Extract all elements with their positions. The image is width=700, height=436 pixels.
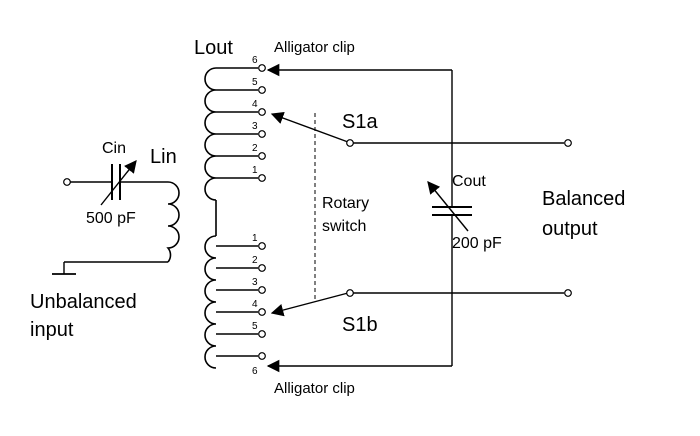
cin-value-label: 500 pF bbox=[86, 210, 136, 227]
balanced-output-label-line2: output bbox=[542, 218, 598, 240]
alligator-clip-bottom-label: Alligator clip bbox=[274, 380, 355, 397]
tap-label-top-6: 6 bbox=[252, 55, 258, 66]
balanced-output-label-line1: Balanced bbox=[542, 188, 625, 210]
lout-label: Lout bbox=[194, 37, 233, 59]
alligator-clip-top-label: Alligator clip bbox=[274, 39, 355, 56]
upper-tap-terminals bbox=[258, 64, 266, 182]
unbalanced-input-terminal bbox=[63, 178, 71, 186]
s1a-wiper bbox=[270, 112, 349, 143]
unbalanced-input-label-line1: Unbalanced bbox=[30, 291, 137, 313]
cin-capacitor-symbol bbox=[100, 160, 137, 206]
s1a-pivot bbox=[346, 139, 354, 147]
lin-coil bbox=[166, 181, 180, 263]
tap-label-top-5: 5 bbox=[252, 77, 258, 88]
lin-label: Lin bbox=[150, 146, 177, 168]
lower-tap-leads bbox=[216, 245, 258, 357]
s1b-pivot bbox=[346, 289, 354, 297]
lout-coil-lower bbox=[204, 235, 217, 369]
unbalanced-input-label-line2: input bbox=[30, 319, 74, 341]
rotary-switch-label-line2: switch bbox=[322, 218, 366, 235]
cout-label: Cout bbox=[452, 173, 486, 190]
cin-label: Cin bbox=[102, 140, 126, 157]
upper-tap-leads bbox=[216, 67, 258, 179]
s1b-wiper bbox=[270, 292, 349, 317]
tap-label-top-1: 1 bbox=[252, 165, 258, 176]
tap-label-bottom-4: 4 bbox=[252, 299, 258, 310]
cout-value-label: 200 pF bbox=[452, 235, 502, 252]
tap-label-bottom-6: 6 bbox=[252, 366, 258, 377]
rotary-switch-label-line1: Rotary bbox=[322, 195, 369, 212]
lout-coil-upper bbox=[204, 67, 217, 201]
tap-label-bottom-3: 3 bbox=[252, 277, 258, 288]
tap-label-bottom-2: 2 bbox=[252, 255, 258, 266]
cout-capacitor-symbol bbox=[427, 181, 472, 232]
tap-label-bottom-5: 5 bbox=[252, 321, 258, 332]
tap-label-top-3: 3 bbox=[252, 121, 258, 132]
lower-tap-terminals bbox=[258, 242, 266, 360]
tap-label-top-4: 4 bbox=[252, 99, 258, 110]
tap-label-bottom-1: 1 bbox=[252, 233, 258, 244]
balanced-output-terminal-bottom bbox=[564, 289, 572, 297]
s1a-label: S1a bbox=[342, 111, 378, 133]
s1b-label: S1b bbox=[342, 314, 378, 336]
balanced-output-terminal-top bbox=[564, 139, 572, 147]
tap-label-top-2: 2 bbox=[252, 143, 258, 154]
